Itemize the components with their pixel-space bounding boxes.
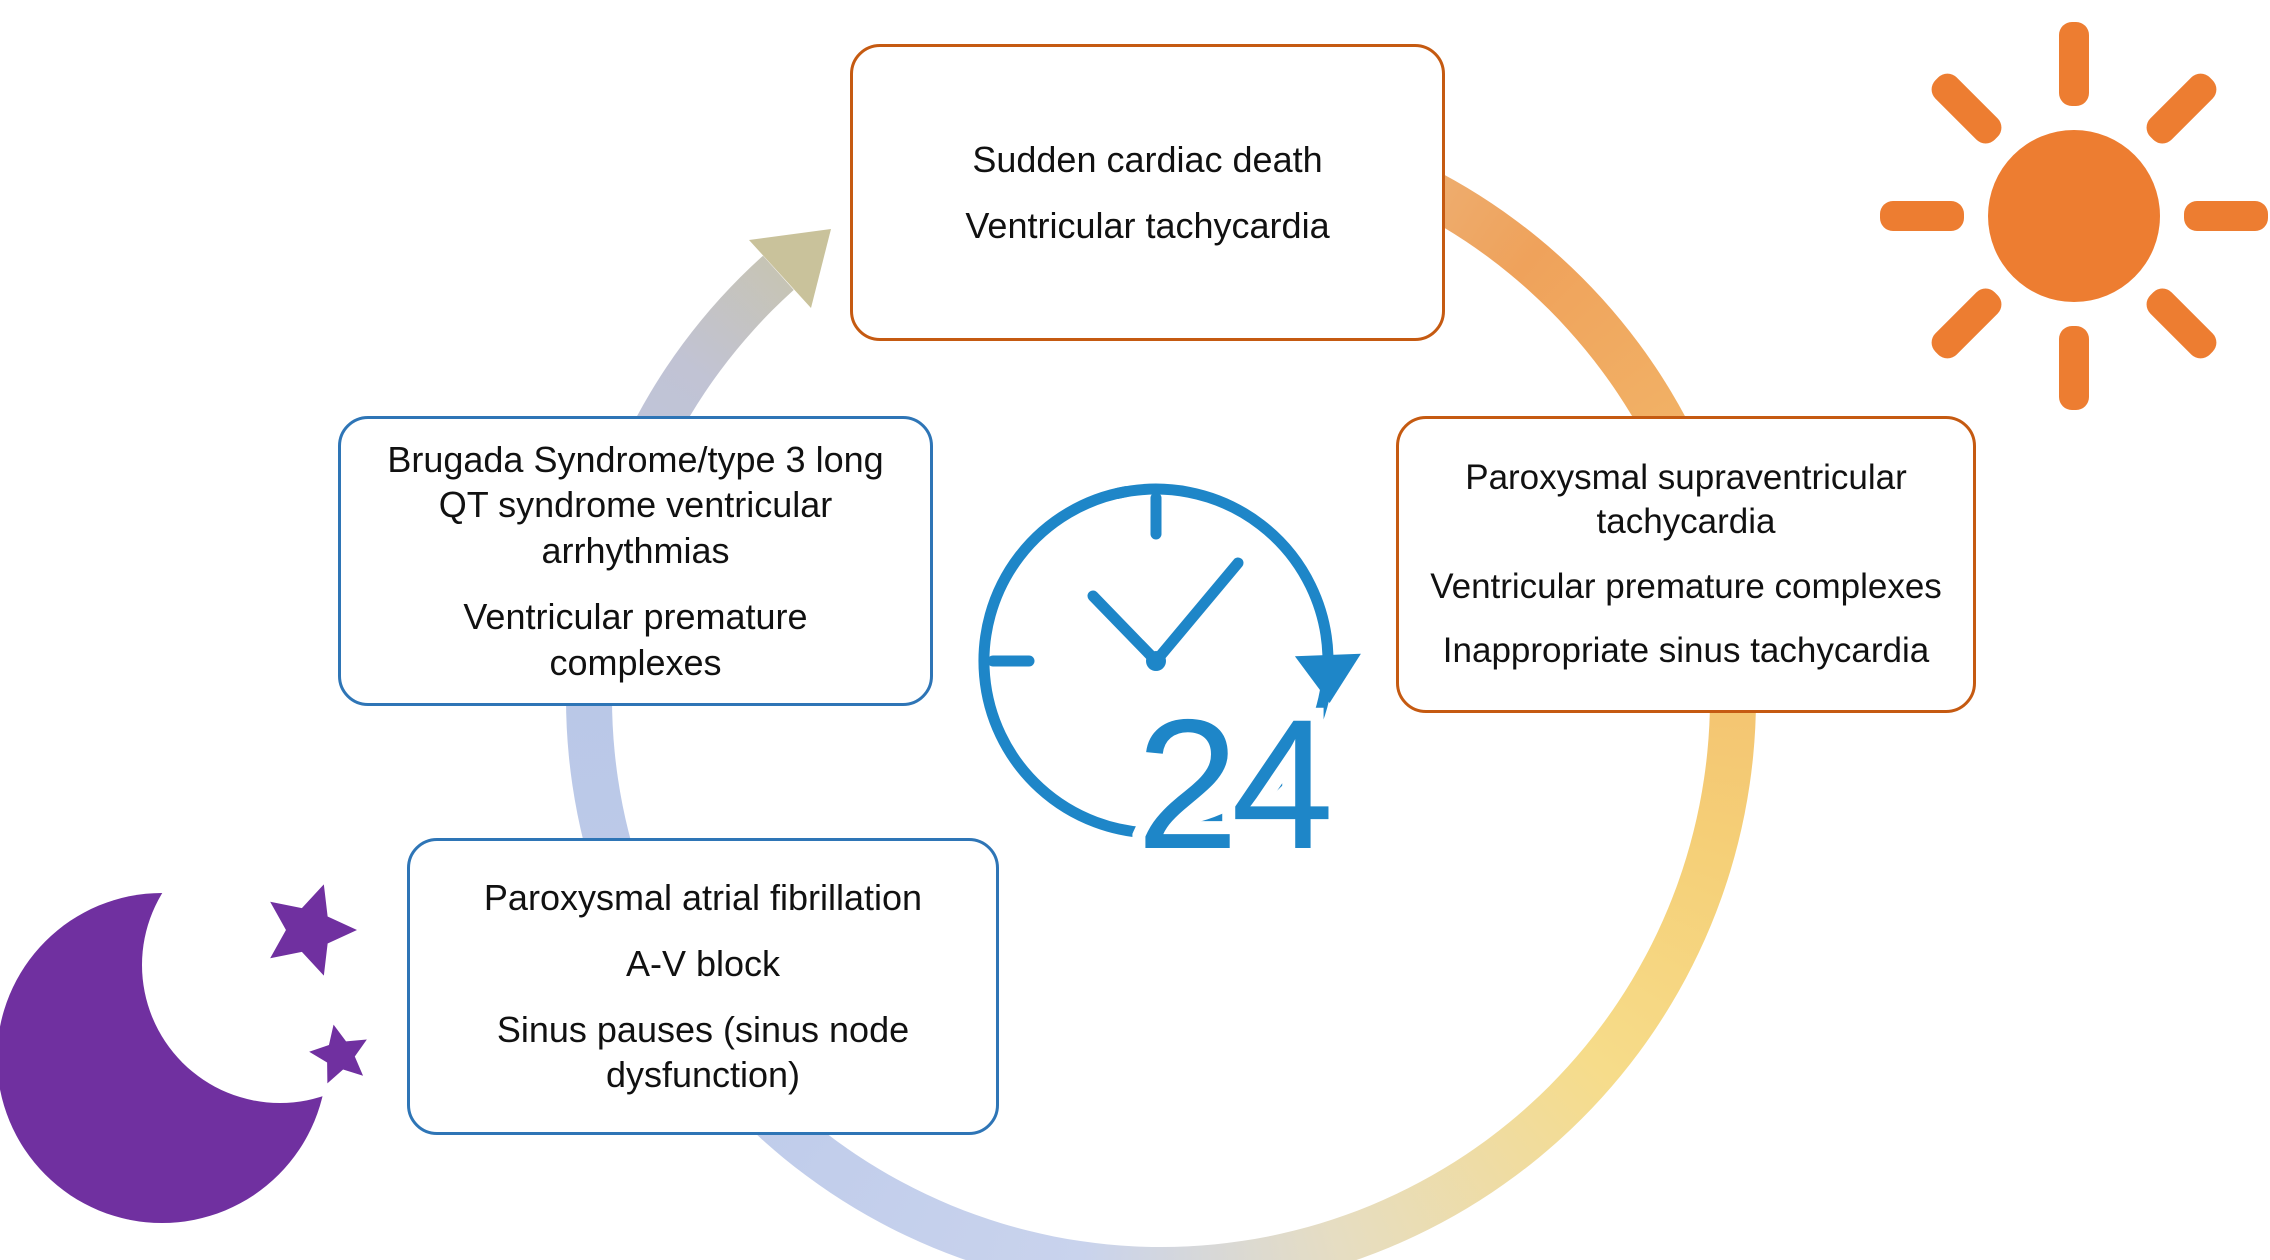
clock-arrowhead-icon xyxy=(1294,653,1361,703)
clock-24-label: 24 xyxy=(1136,682,1329,888)
crescent-moon-icon xyxy=(0,893,327,1223)
sun-rays xyxy=(1880,22,2268,410)
arrhythmia-item: Sinus pauses (sinus node dysfunction) xyxy=(496,1008,910,1096)
arrhythmia-item: Brugada Syndrome/type 3 long QT syndrome… xyxy=(387,438,884,572)
arrhythmia-item: Ventricular premature complexes xyxy=(1430,566,1942,606)
crescent-moon-with-stars-icon xyxy=(0,884,367,1223)
star-large-icon xyxy=(270,884,357,976)
sudden-cardiac-death-box: Sudden cardiac death Ventricular tachyca… xyxy=(850,44,1445,341)
clock-face-arc xyxy=(978,486,1333,839)
sun-core xyxy=(1988,130,2160,302)
arrhythmia-item: Inappropriate sinus tachycardia xyxy=(1442,630,1930,670)
arrhythmia-item: Sudden cardiac death xyxy=(972,138,1323,180)
ring-arrowhead-icon xyxy=(749,229,831,308)
arrhythmia-item: Ventricular premature complexes xyxy=(463,595,808,683)
arrhythmia-item: A-V block xyxy=(625,942,781,984)
24-hour-clock-icon: 24 xyxy=(978,483,1361,900)
arrhythmia-item: Ventricular tachycardia xyxy=(965,204,1330,246)
clock-hand-long xyxy=(1150,557,1244,667)
sun-icon xyxy=(1880,22,2268,410)
arrhythmia-item: Paroxysmal supraventricular tachycardia xyxy=(1465,457,1907,542)
clock-arrow-arc xyxy=(1111,483,1334,661)
clock-center-dot xyxy=(1146,651,1166,671)
atrial-fibrillation-box: Paroxysmal atrial fibrillation A-V block… xyxy=(407,838,999,1135)
clock-hand-short xyxy=(1087,590,1162,667)
arrhythmia-item: Paroxysmal atrial fibrillation xyxy=(483,877,923,919)
brugada-syndrome-box: Brugada Syndrome/type 3 long QT syndrome… xyxy=(338,416,933,706)
star-small-icon xyxy=(309,1024,367,1084)
supraventricular-tachycardia-box: Paroxysmal supraventricular tachycardia … xyxy=(1396,416,1976,713)
